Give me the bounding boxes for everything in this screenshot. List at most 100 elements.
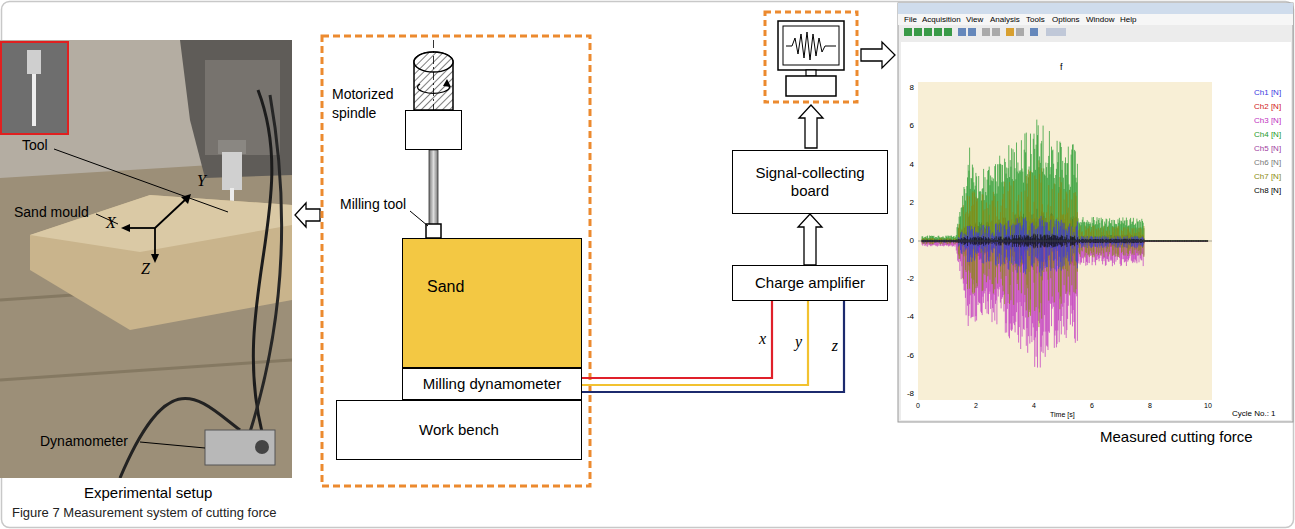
setup-photo xyxy=(0,160,292,478)
axis-arrow xyxy=(155,199,186,228)
screen-text: 0 xyxy=(916,402,920,410)
hollow-arrow xyxy=(799,105,823,148)
software-screenshot xyxy=(982,28,990,36)
tool-inset xyxy=(1,42,68,134)
setup-photo xyxy=(30,195,292,252)
part-label: Measured cutting force xyxy=(1100,428,1253,445)
setup-photo xyxy=(222,152,242,190)
signal-wire xyxy=(582,301,844,392)
software-screenshot xyxy=(914,28,922,36)
process-box: Charge amplifier xyxy=(732,265,888,301)
part-label: Tool xyxy=(22,137,48,153)
screen-text: Ch2 [N] xyxy=(1254,102,1281,111)
screen-text: Ch6 [N] xyxy=(1254,158,1281,167)
force-signal xyxy=(922,120,1208,368)
setup-photo xyxy=(0,40,292,478)
part-label: Milling tool xyxy=(340,196,406,212)
computer-icon xyxy=(786,32,836,60)
setup-photo xyxy=(0,40,292,180)
spindle-motor xyxy=(414,40,453,110)
node-heading: Motorized spindle xyxy=(332,85,400,123)
computer-icon xyxy=(786,76,836,96)
dynamometer-box: Milling dynamometer xyxy=(402,368,582,400)
milling-tool xyxy=(426,150,441,238)
leader-line xyxy=(54,149,228,448)
axis-arrow xyxy=(154,228,156,256)
tool-inset xyxy=(32,74,36,126)
software-screenshot xyxy=(918,82,1212,400)
screen-text: Cycle No.: 1 xyxy=(1232,409,1276,418)
spindle-motor xyxy=(433,40,434,110)
setup-photo xyxy=(0,40,292,478)
screen-text: 8 xyxy=(1148,402,1152,410)
software-screenshot xyxy=(1046,28,1066,36)
part-label: Experimental setup xyxy=(84,484,212,501)
screen-text: 8 xyxy=(910,83,914,92)
spindle-motor xyxy=(443,79,451,87)
axis-label: X xyxy=(106,214,116,232)
setup-photo xyxy=(218,140,246,154)
screen-text: -2 xyxy=(907,274,914,283)
setup-photo xyxy=(205,430,275,465)
screen-text: Analysis xyxy=(990,15,1020,24)
screen-text: 6 xyxy=(910,121,914,130)
screen-text: 4 xyxy=(1032,402,1036,410)
screen-text: -4 xyxy=(907,312,914,321)
signal-wire xyxy=(582,301,772,378)
tool-inset xyxy=(1,42,68,134)
process-box: Signal-collecting board xyxy=(732,150,888,214)
software-screenshot xyxy=(901,42,1291,420)
software-screenshot xyxy=(924,28,932,36)
part-label: Dynamometer xyxy=(40,433,128,449)
software-screenshot xyxy=(992,28,1000,36)
screen-text: Ch7 [N] xyxy=(1254,172,1281,181)
screen-text: Help xyxy=(1120,15,1136,24)
tool-inset xyxy=(27,50,41,74)
dashed-frame xyxy=(322,36,590,486)
leader-line xyxy=(140,442,205,448)
force-signal xyxy=(922,216,1208,276)
computer-icon xyxy=(783,26,839,65)
screen-text: Options xyxy=(1052,15,1080,24)
screen-text: 2 xyxy=(974,402,978,410)
screen-text: File xyxy=(904,15,917,24)
computer-icon xyxy=(765,12,857,102)
force-signal xyxy=(922,160,1208,327)
screen-text: -8 xyxy=(907,389,914,398)
screen-text: Acquisition xyxy=(922,15,961,24)
screen-text: Window xyxy=(1086,15,1114,24)
screen-text: 2 xyxy=(910,198,914,207)
software-screenshot xyxy=(1006,28,1014,36)
part-label: Sand mould xyxy=(14,204,89,220)
software-screenshot xyxy=(898,14,1293,25)
software-screenshot xyxy=(918,241,1212,242)
computer-icon xyxy=(806,70,816,76)
computer-icon xyxy=(778,21,844,70)
software-screenshot xyxy=(944,28,952,36)
hollow-arrow xyxy=(295,203,320,227)
software-screenshot xyxy=(898,3,1293,422)
sand-block: Sand xyxy=(402,238,582,368)
screen-text: Ch4 [N] xyxy=(1254,130,1281,139)
setup-photo xyxy=(255,440,269,454)
leader-line xyxy=(54,149,228,212)
node-label: Milling dynamometer xyxy=(423,375,561,393)
node-label: Charge amplifier xyxy=(755,274,865,292)
axis-arrow xyxy=(128,227,155,229)
screen-text: -6 xyxy=(907,351,914,360)
signal-wire xyxy=(582,301,808,385)
software-screenshot xyxy=(934,28,942,36)
screen-text: 10 xyxy=(1204,402,1212,410)
screen-text: 4 xyxy=(910,160,914,169)
axis-arrow xyxy=(181,194,191,204)
axis-arrow xyxy=(121,194,191,263)
hollow-arrow xyxy=(798,214,822,265)
hollow-arrow xyxy=(861,42,895,68)
setup-photo xyxy=(0,360,292,380)
screen-text: 0 xyxy=(910,236,914,245)
